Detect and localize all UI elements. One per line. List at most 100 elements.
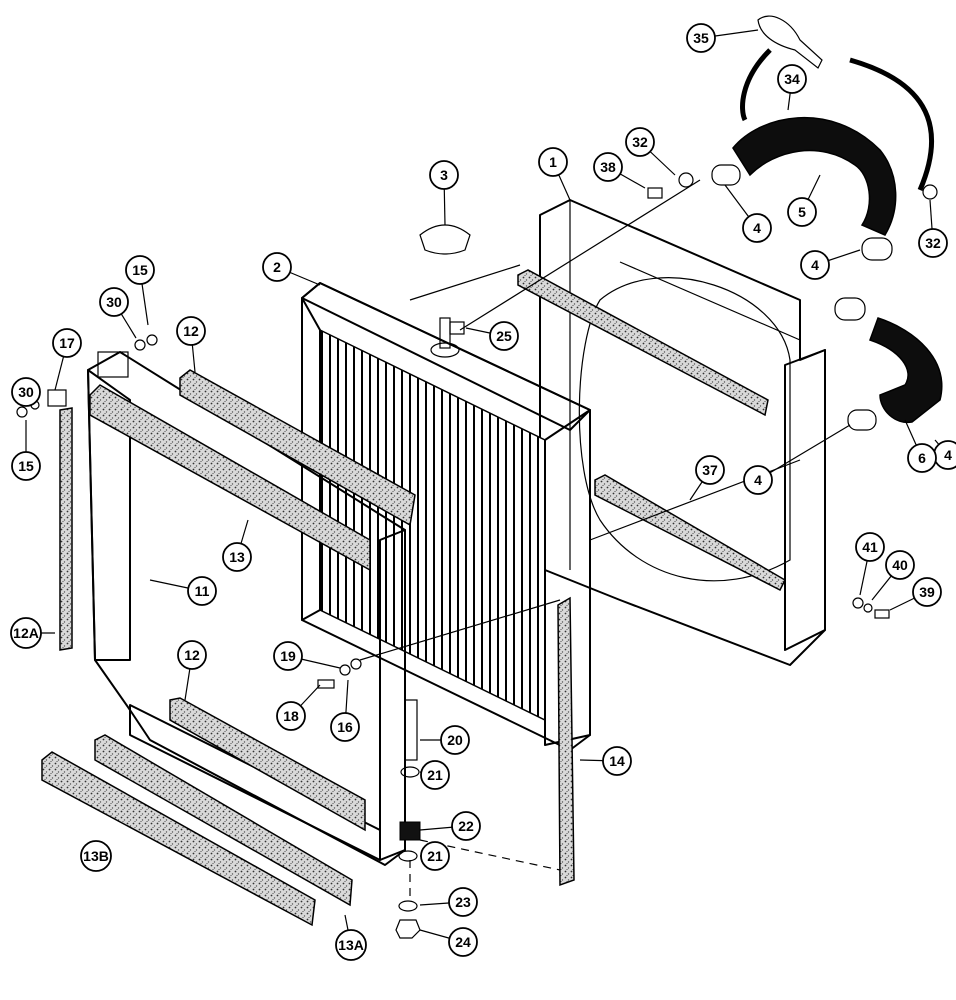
part-callout-1: 1 bbox=[538, 147, 568, 177]
seal-37-top bbox=[517, 269, 769, 417]
callout-label: 13 bbox=[229, 549, 245, 565]
seal-12-bottom bbox=[169, 697, 366, 832]
callout-circle bbox=[177, 640, 207, 670]
callout-label: 19 bbox=[280, 648, 296, 664]
washer-icon bbox=[400, 766, 420, 778]
callout-circle bbox=[855, 532, 885, 562]
callout-label: 4 bbox=[753, 220, 761, 236]
part-callout-6: 6 bbox=[907, 443, 937, 473]
callout-label: 35 bbox=[693, 30, 709, 46]
callout-circle bbox=[80, 840, 112, 872]
part-callout-18: 18 bbox=[276, 701, 306, 731]
part-callout-14: 14 bbox=[602, 746, 632, 776]
callout-label: 32 bbox=[632, 134, 648, 150]
washer-icon bbox=[863, 603, 873, 613]
mount-icon bbox=[47, 389, 67, 407]
part-callout-4: 4 bbox=[933, 440, 956, 470]
callout-label: 23 bbox=[455, 894, 471, 910]
seal-37-bottom bbox=[594, 474, 786, 592]
bolt-icon bbox=[874, 609, 890, 619]
seal-13 bbox=[89, 384, 371, 572]
part-callout-2: 2 bbox=[262, 252, 292, 282]
part-callout-15: 15 bbox=[11, 451, 41, 481]
callout-circle bbox=[777, 64, 807, 94]
callout-circle bbox=[52, 328, 82, 358]
callout-circle bbox=[420, 841, 450, 871]
part-callout-37: 37 bbox=[695, 455, 725, 485]
washer-icon bbox=[852, 597, 864, 609]
callout-circle bbox=[262, 252, 292, 282]
callout-circle bbox=[330, 712, 360, 742]
hoses bbox=[732, 48, 943, 424]
callout-label: 22 bbox=[458, 818, 474, 834]
washer-icon bbox=[398, 900, 418, 912]
part-callout-40: 40 bbox=[885, 550, 915, 580]
part-callout-35: 35 bbox=[686, 23, 716, 53]
radiator bbox=[301, 282, 591, 751]
foam-seals bbox=[41, 269, 786, 927]
part-callout-5: 5 bbox=[787, 197, 817, 227]
part-callout-19: 19 bbox=[273, 641, 303, 671]
part-callout-4: 4 bbox=[742, 213, 772, 243]
callouts: 12344445611121212A1313A13B14151516171819… bbox=[10, 23, 956, 961]
callout-circle bbox=[448, 927, 478, 957]
part-callout-11: 11 bbox=[187, 576, 217, 606]
callout-circle bbox=[429, 160, 459, 190]
callout-circle bbox=[885, 550, 915, 580]
callout-circle bbox=[448, 887, 478, 917]
part-callout-21: 21 bbox=[420, 760, 450, 790]
callout-circle bbox=[125, 255, 155, 285]
part-callout-32: 32 bbox=[625, 127, 655, 157]
callout-label: 4 bbox=[811, 257, 819, 273]
part-callout-15: 15 bbox=[125, 255, 155, 285]
part-callout-13: 13 bbox=[222, 542, 252, 572]
callout-label: 37 bbox=[702, 462, 718, 478]
nut-icon bbox=[678, 172, 694, 188]
callout-label: 15 bbox=[18, 458, 34, 474]
callout-label: 39 bbox=[919, 584, 935, 600]
seal-13a bbox=[94, 734, 353, 907]
callout-label: 20 bbox=[447, 732, 463, 748]
callout-circle bbox=[907, 443, 937, 473]
callout-circle bbox=[593, 152, 623, 182]
part-callout-13a: 13A bbox=[335, 929, 367, 961]
cap-icon bbox=[419, 224, 471, 255]
washer-icon bbox=[398, 850, 418, 862]
callout-label: 11 bbox=[195, 583, 210, 599]
isolator-icon bbox=[399, 821, 421, 841]
callout-circle bbox=[11, 451, 41, 481]
callout-circle bbox=[276, 701, 306, 731]
callout-circle bbox=[489, 321, 519, 351]
callout-label: 5 bbox=[798, 204, 806, 220]
callout-circle bbox=[787, 197, 817, 227]
part-callout-16: 16 bbox=[330, 712, 360, 742]
callout-label: 24 bbox=[455, 934, 471, 950]
callout-label: 12 bbox=[183, 323, 199, 339]
callout-label: 32 bbox=[925, 235, 941, 251]
part-callout-23: 23 bbox=[448, 887, 478, 917]
callout-label: 3 bbox=[440, 167, 448, 183]
part-callout-34: 34 bbox=[777, 64, 807, 94]
callout-circle bbox=[176, 316, 206, 346]
hardware bbox=[16, 15, 938, 939]
callout-label: 18 bbox=[283, 708, 299, 724]
callout-label: 40 bbox=[892, 557, 908, 573]
callout-label: 13B bbox=[83, 848, 109, 864]
lower-hose bbox=[869, 317, 943, 424]
callout-label: 16 bbox=[337, 719, 353, 735]
callout-circle bbox=[222, 542, 252, 572]
callout-label: 21 bbox=[427, 767, 443, 783]
callout-circle bbox=[918, 228, 948, 258]
callout-label: 14 bbox=[609, 753, 625, 769]
part-callout-21: 21 bbox=[420, 841, 450, 871]
callout-circle bbox=[625, 127, 655, 157]
callout-label: 12A bbox=[13, 625, 39, 641]
stud-icon bbox=[404, 699, 418, 761]
callout-circle bbox=[743, 465, 773, 495]
callout-circle bbox=[686, 23, 716, 53]
part-callout-38: 38 bbox=[593, 152, 623, 182]
callout-circle bbox=[420, 760, 450, 790]
part-callout-13b: 13B bbox=[80, 840, 112, 872]
washer-icon bbox=[339, 664, 351, 676]
